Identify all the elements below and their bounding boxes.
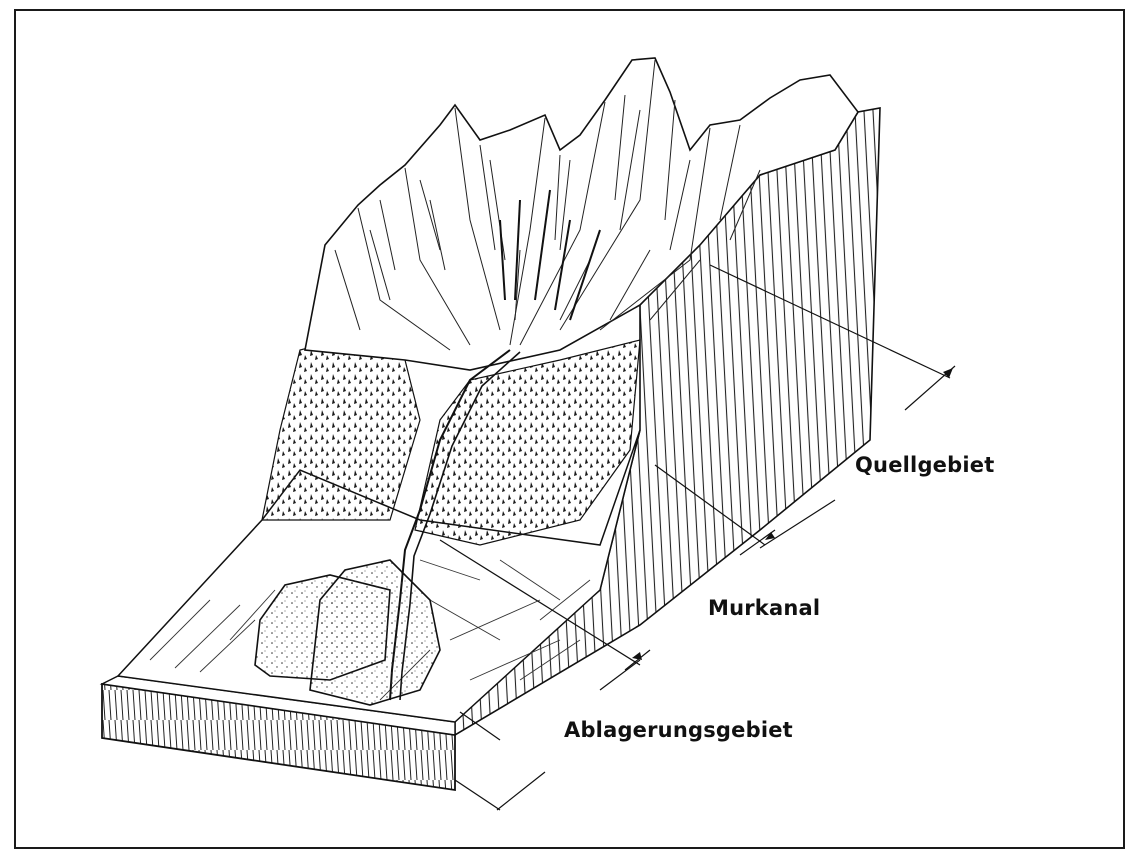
- label-source-area: Quellgebiet: [855, 453, 994, 477]
- forest-belt-right: [415, 340, 640, 545]
- forest-belt-left: [262, 340, 420, 520]
- label-deposition-area: Ablagerungsgebiet: [564, 718, 793, 742]
- label-debris-channel: Murkanal: [708, 596, 820, 620]
